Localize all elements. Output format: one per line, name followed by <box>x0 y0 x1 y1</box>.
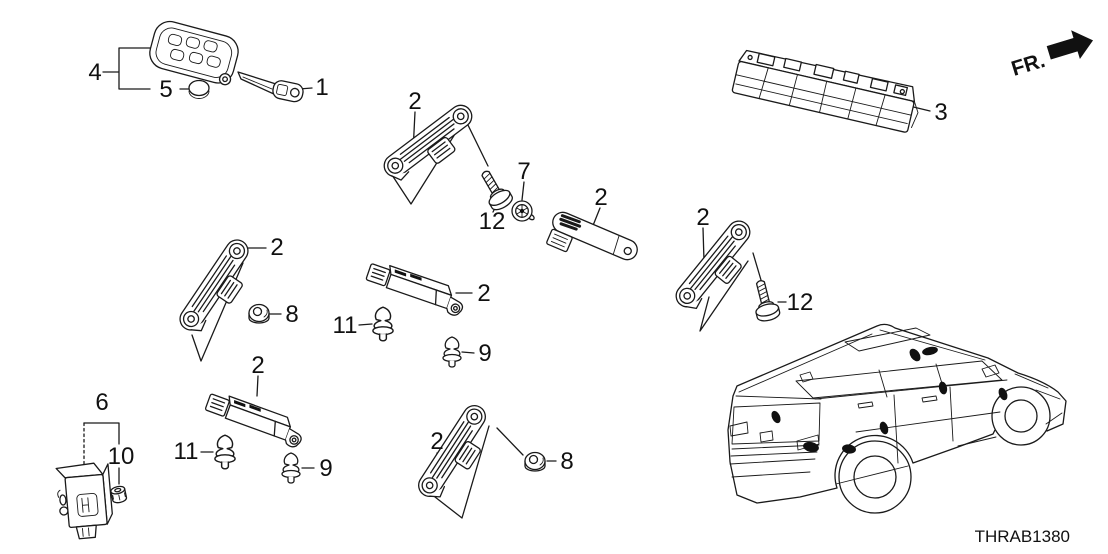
relay-unit <box>55 462 113 540</box>
callout-9-clip-middle: 9 <box>478 340 491 367</box>
vlines-2-right <box>699 252 762 332</box>
callout-2-antenna-cylinder: 2 <box>594 184 607 211</box>
rear-wheel <box>838 440 912 514</box>
callout-8-grommet-bottom: 8 <box>560 448 573 475</box>
callout-2-antenna-top: 2 <box>408 88 421 115</box>
callout-11-clip-middle: 11 <box>333 312 358 339</box>
antenna-cylinder <box>546 211 638 261</box>
smart-control-unit <box>731 49 919 133</box>
callout-12-screw-right: 12 <box>787 289 814 316</box>
van-detail-lines <box>729 327 1063 485</box>
fr-arrow-icon <box>1046 30 1094 60</box>
callout-5-battery: 5 <box>159 76 172 103</box>
front-direction-indicator: FR. <box>1009 30 1094 81</box>
antenna-top <box>379 100 485 193</box>
antenna-left <box>175 235 264 343</box>
antenna-bottom-middle <box>413 400 502 509</box>
clip-9-middle <box>442 336 462 368</box>
callout-1-key-blade: 1 <box>315 74 328 101</box>
keyless-remote-fob <box>149 20 239 86</box>
callout-2-antenna-left: 2 <box>270 234 283 261</box>
vehicle-illustration <box>727 323 1067 514</box>
leader-2-bottom-left <box>256 375 259 397</box>
callout-11-clip-bottom-left: 11 <box>174 438 199 465</box>
callout-4-remote: 4 <box>88 59 101 86</box>
leader-11-middle <box>358 323 373 326</box>
callout-8-grommet-left: 8 <box>285 301 298 328</box>
callout-2-antenna-middle: 2 <box>477 280 490 307</box>
cushion-grommet <box>110 485 128 504</box>
callout-6-relay: 6 <box>95 389 108 416</box>
callout-3-control-unit: 3 <box>934 99 947 126</box>
clip-11-middle <box>372 306 394 342</box>
diagram-code: THRAB1380 <box>975 527 1070 546</box>
callout-12-screw-top: 12 <box>479 208 506 235</box>
vlines-2-bottom-middle <box>434 425 524 519</box>
callout-2-antenna-right: 2 <box>696 204 709 231</box>
component-location-dots <box>771 346 1008 454</box>
leader-7 <box>521 181 525 201</box>
front-wheel <box>991 386 1051 446</box>
grommet-left <box>248 303 270 324</box>
callout-2-antenna-bottom-middle: 2 <box>430 428 443 455</box>
keyring-loop <box>218 73 232 86</box>
grommet-bottom <box>524 451 546 472</box>
callout-7-grommet: 7 <box>517 158 530 185</box>
grommet-star <box>511 200 535 222</box>
bracket-6 <box>83 422 120 485</box>
leader-9-middle <box>461 351 475 354</box>
callout-labels: 4 5 1 2 12 7 2 3 2 8 2 11 9 2 12 2 11 9 … <box>88 59 947 482</box>
remote-battery <box>188 79 210 99</box>
fr-label: FR. <box>1009 49 1048 81</box>
clip-11-bottom-left <box>214 434 236 470</box>
emergency-key-blade <box>237 71 304 103</box>
clip-9-bottom-left <box>281 452 301 484</box>
leader-2-right <box>702 227 705 262</box>
callout-10-cushion: 10 <box>108 443 135 470</box>
bracket-4 <box>102 47 159 90</box>
screw-right <box>748 277 782 324</box>
screw-top <box>473 165 516 214</box>
callout-9-clip-bottom-left: 9 <box>319 455 332 482</box>
callout-2-antenna-bottom-left: 2 <box>251 352 264 379</box>
